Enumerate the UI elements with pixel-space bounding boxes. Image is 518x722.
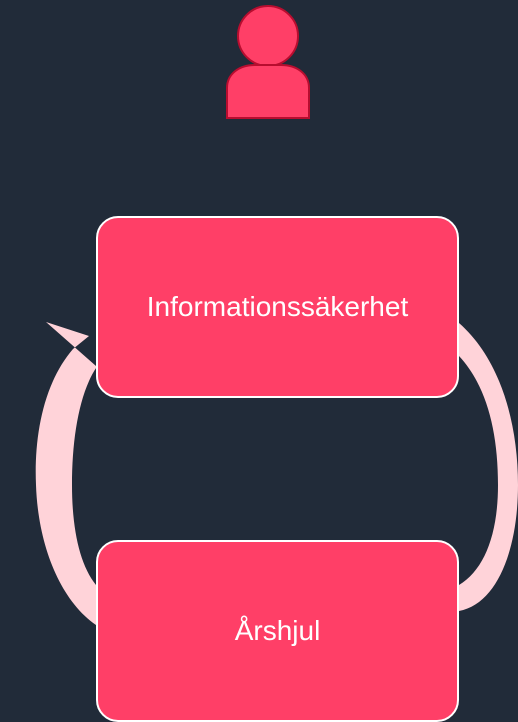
cycle-arrow-right xyxy=(459,323,518,611)
arshjul-label: Årshjul xyxy=(234,614,321,646)
informationssakerhet-node: Informationssäkerhet xyxy=(96,216,459,398)
informationssakerhet-label: Informationssäkerhet xyxy=(146,290,409,322)
arshjul-node: Årshjul xyxy=(96,540,459,722)
user-icon xyxy=(226,5,310,119)
cycle-arrow-left xyxy=(35,322,106,625)
